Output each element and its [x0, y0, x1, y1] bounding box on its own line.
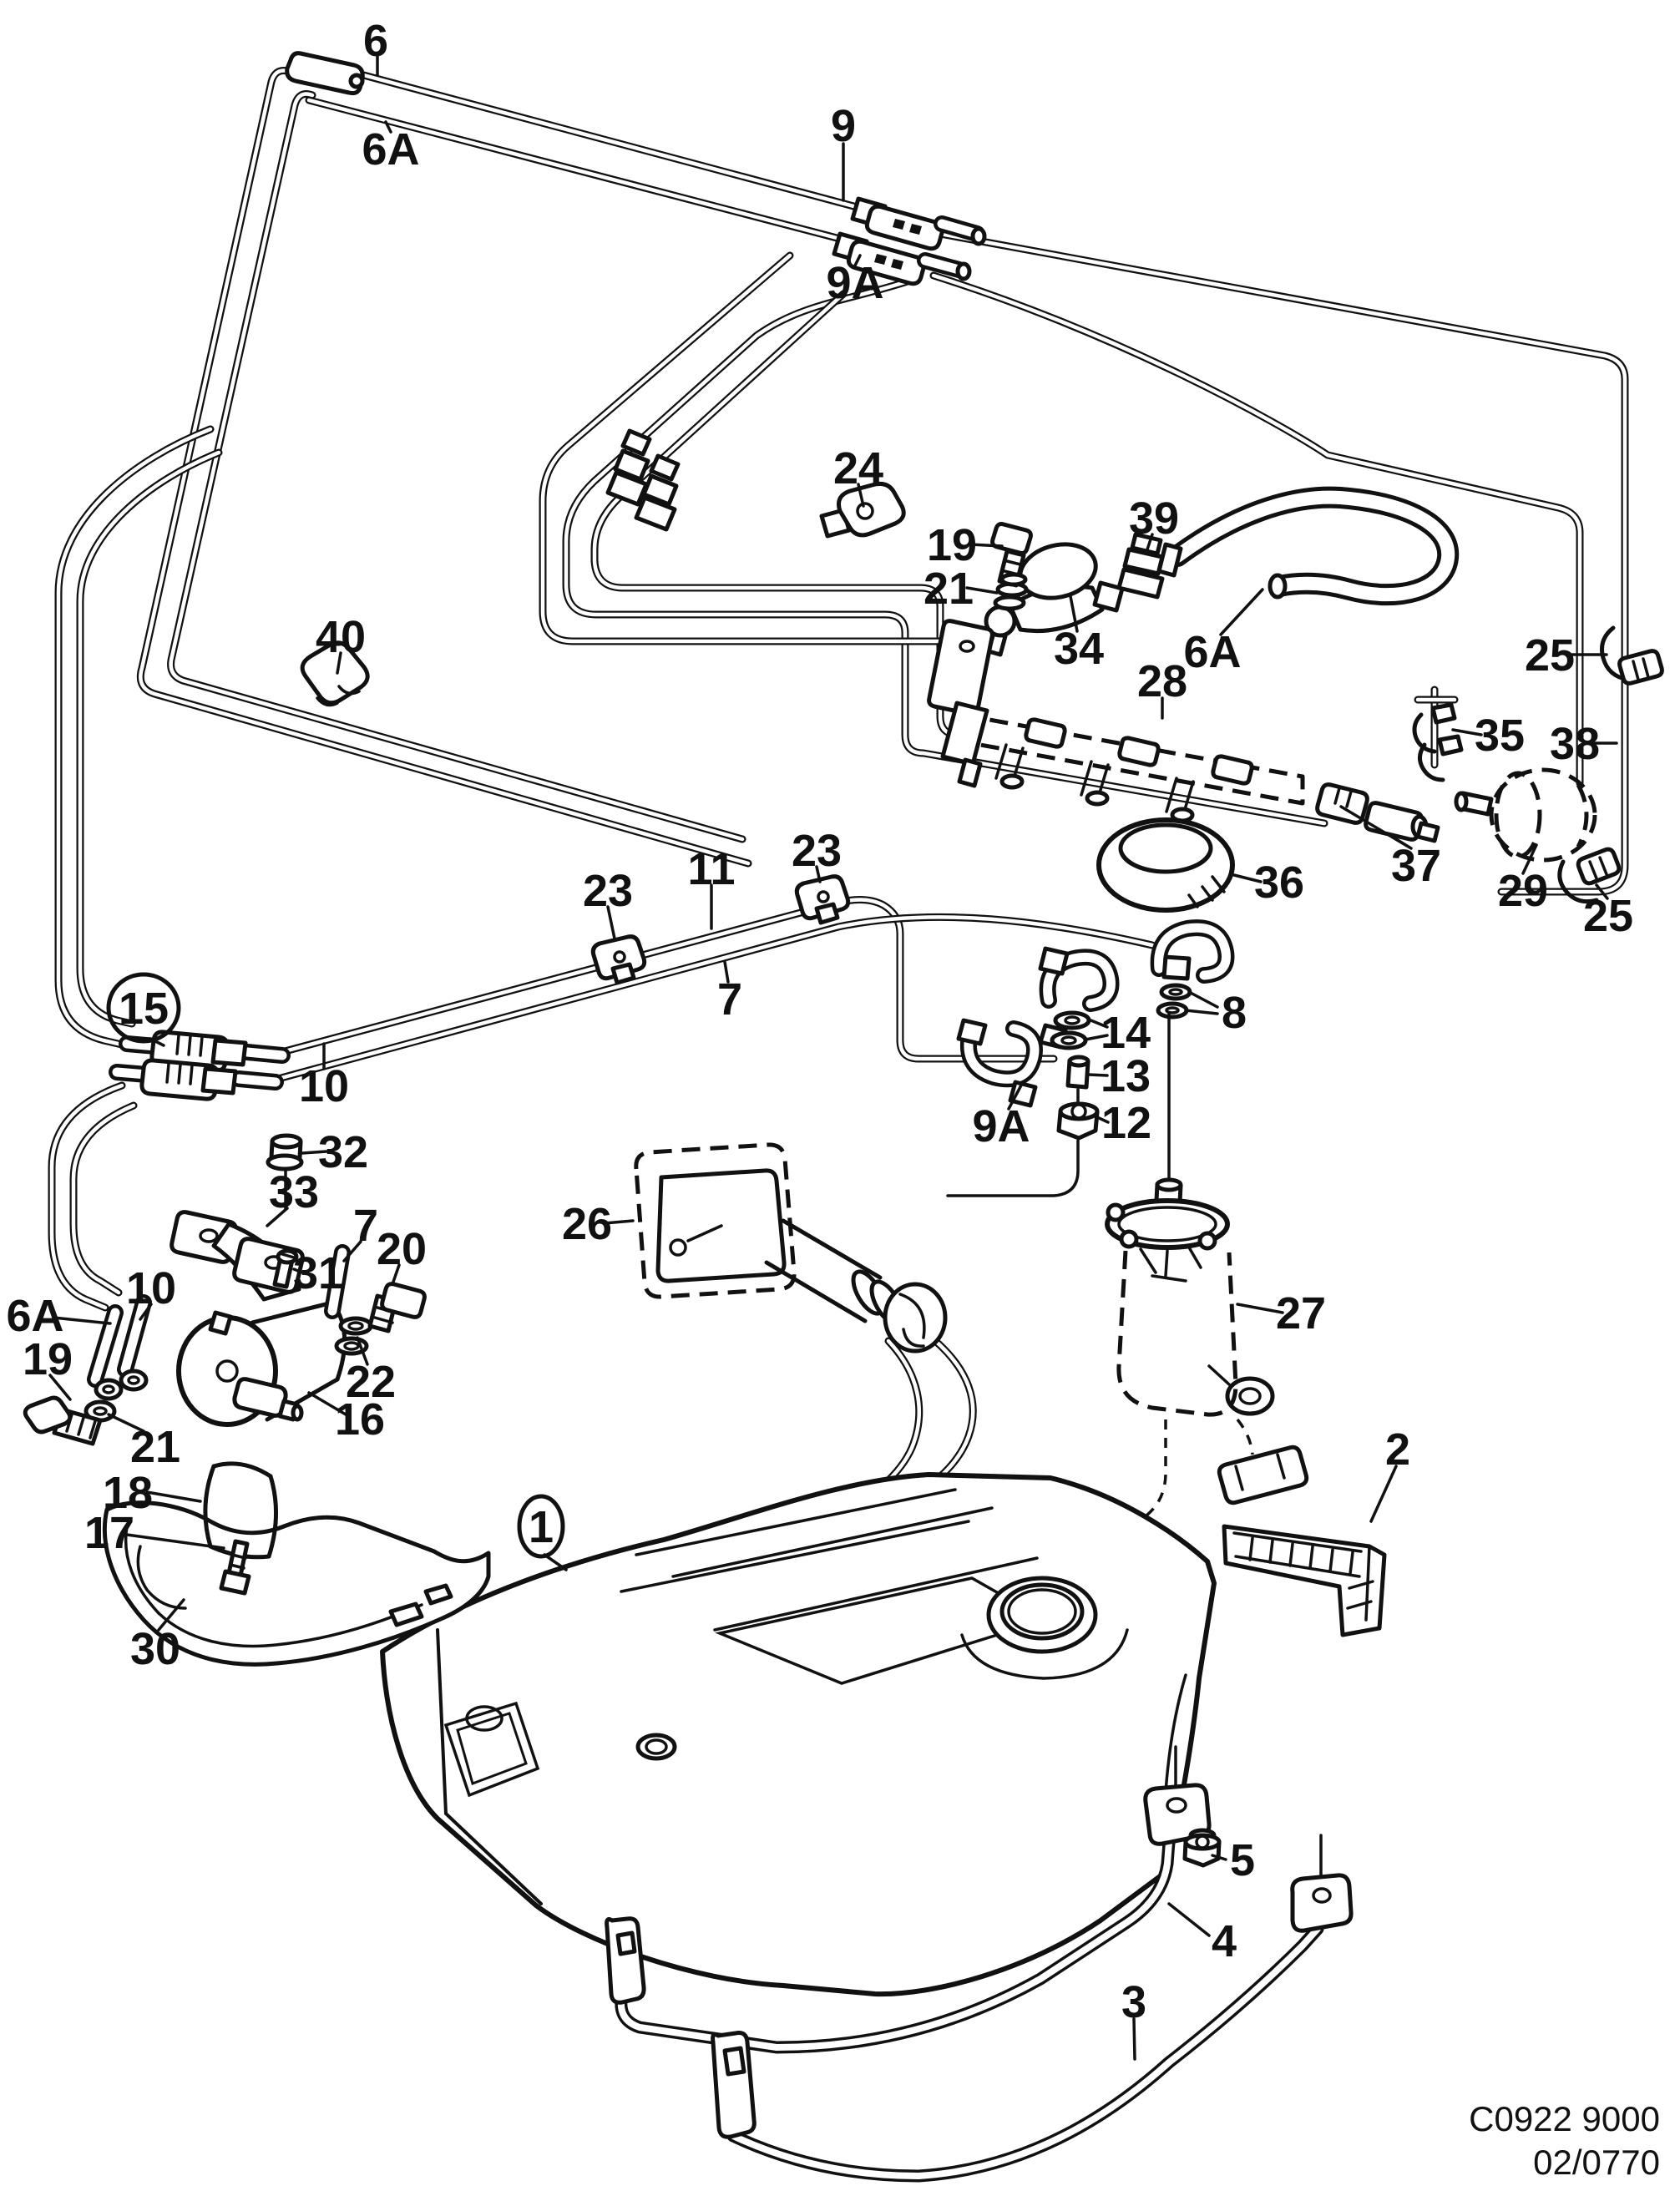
callout-1: 1: [529, 1502, 554, 1552]
callout-40: 40: [316, 612, 366, 662]
u-clamp-9a: [956, 1018, 1035, 1108]
callout-22: 22: [346, 1357, 396, 1407]
callout-20: 20: [377, 1224, 427, 1274]
bolt-20: [367, 1282, 427, 1333]
nut-12: [946, 1101, 1100, 1197]
callout-26: 26: [562, 1199, 612, 1249]
callout-28: 28: [1137, 656, 1187, 706]
callout-21: 21: [130, 1422, 180, 1472]
pressure-regulator-34: [984, 542, 1125, 657]
callout-31: 31: [293, 1248, 343, 1298]
nut-5: [1182, 1828, 1222, 1868]
clips-35: [1412, 690, 1464, 782]
hose-ends-6a-10: [95, 1303, 146, 1401]
callout-12: 12: [1101, 1098, 1151, 1148]
callout-23: 23: [792, 826, 842, 876]
callout-19: 19: [927, 520, 977, 570]
callout-6a: 6A: [362, 124, 419, 175]
clip-24: [819, 482, 906, 539]
callout-8: 8: [1222, 988, 1247, 1038]
callout-7: 7: [353, 1201, 378, 1251]
screw-31: [272, 1248, 299, 1289]
callout-30: 30: [130, 1624, 180, 1674]
callout-ring-1: [517, 1494, 565, 1559]
callout-3: 3: [1121, 1977, 1146, 2027]
pipe-clips-23: [590, 874, 851, 985]
callout-17: 17: [84, 1508, 134, 1558]
callout-24: 24: [833, 443, 883, 493]
callout-27: 27: [1276, 1288, 1326, 1338]
tank-strap-4: [605, 1745, 1212, 2047]
callout-7: 7: [717, 974, 742, 1025]
nut-32: [266, 1133, 304, 1211]
vent-valve-26: [634, 1142, 948, 1354]
nipple-39: [1116, 532, 1288, 600]
callout-39: 39: [1129, 493, 1179, 544]
callout-16: 16: [335, 1394, 385, 1445]
callout-33: 33: [269, 1167, 319, 1217]
support-bracket-2: [1222, 1524, 1387, 1637]
callout-23: 23: [583, 866, 633, 916]
callout-4: 4: [1212, 1916, 1237, 1966]
callout-37: 37: [1391, 841, 1441, 891]
callout-13: 13: [1101, 1051, 1151, 1101]
callout-25: 25: [1583, 891, 1633, 941]
hose-coupling-9: [850, 196, 987, 251]
bolt-19: [23, 1395, 103, 1446]
leader-lines: [48, 53, 1618, 2061]
fuel-filter-29: [1454, 767, 1597, 863]
union-fittings-37: [1315, 782, 1440, 843]
callout-9a: 9A: [972, 1101, 1030, 1151]
callout-21: 21: [923, 564, 974, 614]
tank-strap-3: [711, 1834, 1354, 2176]
callout-32: 32: [318, 1127, 368, 1177]
callout-35: 35: [1475, 711, 1525, 761]
callout-36: 36: [1254, 858, 1304, 908]
callout-19: 19: [23, 1334, 73, 1384]
hose-clamp-25-upper: [1600, 625, 1664, 686]
callout-5: 5: [1230, 1835, 1255, 1885]
pipe-end-nipple-6: [285, 51, 365, 96]
footer-codes: C0922 9000 02/0770: [1469, 2097, 1660, 2184]
inline-connectors: [605, 428, 681, 532]
callout-10: 10: [299, 1061, 349, 1111]
screw-17: [219, 1539, 251, 1596]
quick-connectors-15: [117, 1030, 282, 1101]
callout-9a: 9A: [826, 258, 883, 308]
callout-15: 15: [119, 984, 169, 1034]
callout-11: 11: [687, 844, 735, 894]
grommet-36: [1096, 817, 1235, 913]
banjo-bolt-19: [990, 522, 1033, 588]
hose-coupling-9a: [832, 231, 972, 286]
washers-22: [334, 1316, 373, 1356]
callout-29: 29: [1498, 866, 1548, 916]
callout-ring-15: [106, 972, 181, 1044]
callout-6a: 6A: [1183, 627, 1241, 677]
callout-6a: 6A: [6, 1291, 63, 1341]
callout-34: 34: [1054, 624, 1104, 674]
fuel-pump-assembly-27: [1071, 1177, 1309, 1566]
fuel-tank-1: [380, 1472, 1217, 1997]
fuel-filter-16: [176, 1300, 347, 1427]
hose-clamp-25-lower: [1557, 847, 1622, 904]
footer-part-code: C0922 9000: [1469, 2099, 1660, 2138]
protective-cover-30: [102, 1500, 491, 1667]
callout-9: 9: [831, 101, 856, 151]
hose-loop-and-bolt-8: [1158, 928, 1226, 1184]
callout-38: 38: [1550, 719, 1600, 769]
callout-10: 10: [126, 1263, 176, 1313]
callout-25: 25: [1525, 630, 1575, 681]
callout-6: 6: [363, 16, 388, 66]
callout-14: 14: [1101, 1008, 1151, 1058]
callout-2: 2: [1385, 1424, 1410, 1475]
footer-revision: 02/0770: [1533, 2143, 1660, 2182]
callout-18: 18: [103, 1468, 153, 1518]
clip-40: [300, 640, 370, 707]
fuel-rail-28: [927, 619, 1305, 823]
spacer-13: [1065, 1055, 1090, 1106]
